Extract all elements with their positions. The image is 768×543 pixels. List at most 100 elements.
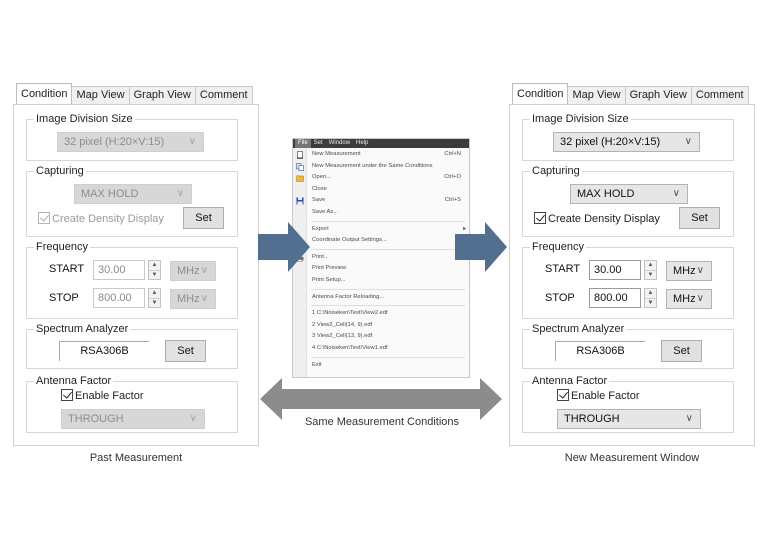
antenna-factor-title: Antenna Factor: [530, 374, 610, 388]
antenna-factor-group: Antenna Factor Enable Factor THROUGH ∨: [26, 374, 238, 433]
stop-unit-select[interactable]: MHz ∨: [666, 289, 712, 309]
save-disk-icon: [296, 197, 304, 205]
menu-item-close[interactable]: Close: [293, 184, 469, 196]
menu-file[interactable]: File: [295, 139, 311, 148]
spectrum-analyzer-title: Spectrum Analyzer: [530, 322, 627, 336]
create-density-checkbox[interactable]: Create Density Display: [534, 212, 660, 226]
same-conditions-label: Same Measurement Conditions: [304, 416, 460, 428]
spin-down-icon[interactable]: ▼: [645, 298, 656, 307]
menu-item-print-setup[interactable]: Print Setup...: [293, 275, 469, 287]
chevron-down-icon: ∨: [685, 413, 693, 424]
menu-set[interactable]: Set: [313, 140, 323, 146]
spin-down-icon[interactable]: ▼: [149, 298, 160, 307]
menu-item-new-measurement[interactable]: New Measurement Ctrl+N: [293, 149, 469, 161]
menu-item-open[interactable]: Open... Ctrl+O: [293, 172, 469, 184]
spin-down-icon[interactable]: ▼: [645, 270, 656, 279]
file-menu-window: File Set Window Help New Measurement Ctr…: [292, 138, 470, 378]
antenna-factor-select[interactable]: THROUGH ∨: [557, 409, 701, 429]
spin-up-icon[interactable]: ▲: [151, 290, 158, 296]
tab-graph-view[interactable]: Graph View: [624, 86, 692, 104]
antenna-factor-value: THROUGH: [564, 413, 620, 425]
menu-item-label: Save As...: [312, 208, 339, 215]
menu-item-label: Close: [312, 185, 327, 192]
arrow-right-icon: [258, 222, 310, 272]
tab-map-view[interactable]: Map View: [567, 86, 626, 104]
checkbox-checked-icon: [61, 389, 73, 401]
spin-down-icon[interactable]: ▼: [149, 270, 160, 279]
antenna-factor-group: Antenna Factor Enable Factor THROUGH ∨: [522, 374, 734, 433]
start-frequency-spinner[interactable]: ▲ ▼: [148, 260, 161, 280]
tab-graph-view[interactable]: Graph View: [128, 86, 196, 104]
menu-item-label: 1 C:\Noiseken\Test\View2.edf: [312, 310, 388, 317]
stop-unit-select[interactable]: MHz ∨: [170, 289, 216, 309]
image-division-select[interactable]: 32 pixel (H:20×V:15) ∨: [553, 132, 700, 152]
menu-window[interactable]: Window: [328, 140, 351, 146]
create-density-checkbox[interactable]: Create Density Display: [38, 212, 164, 226]
menu-icon-gutter: [293, 148, 307, 377]
menu-item-exit[interactable]: Exit: [293, 360, 469, 372]
menu-item-recent-1[interactable]: 1 C:\Noiseken\Test\View2.edf: [293, 308, 469, 320]
menu-item-save[interactable]: Save Ctrl+S: [293, 195, 469, 207]
enable-factor-label: Enable Factor: [571, 390, 640, 402]
tab-map-view[interactable]: Map View: [71, 86, 130, 104]
tab-condition[interactable]: Condition: [512, 83, 569, 104]
enable-factor-checkbox[interactable]: Enable Factor: [61, 389, 143, 403]
menu-item-export[interactable]: Export ▸: [293, 224, 469, 236]
menu-item-recent-3[interactable]: 3 View2_Cell(13, 9).edf: [293, 331, 469, 343]
menu-item-antenna-factor-reloading[interactable]: Antenna Factor Reloading...: [293, 292, 469, 304]
spectrum-set-button[interactable]: Set: [661, 340, 702, 362]
start-frequency-input[interactable]: 30.00: [589, 260, 641, 280]
new-measurement-panel: Condition Map View Graph View Comment Im…: [509, 83, 755, 446]
enable-factor-checkbox[interactable]: Enable Factor: [557, 389, 639, 403]
chevron-down-icon: ∨: [684, 136, 692, 147]
menu-item-print-preview[interactable]: Print Preview: [293, 263, 469, 275]
capturing-mode-select[interactable]: MAX HOLD ∨: [74, 184, 192, 204]
create-density-label: Create Density Display: [52, 213, 164, 225]
menu-item-recent-4[interactable]: 4 C:\Noiseken\Test\View1.edf: [293, 343, 469, 355]
frequency-title: Frequency: [530, 240, 586, 254]
stop-frequency-input[interactable]: 800.00: [589, 288, 641, 308]
start-unit-select[interactable]: MHz ∨: [666, 261, 712, 281]
menu-separator: [293, 355, 469, 360]
spin-up-icon[interactable]: ▲: [647, 262, 654, 268]
chevron-down-icon: ∨: [189, 413, 197, 424]
capturing-set-button[interactable]: Set: [679, 207, 720, 229]
stop-frequency-input[interactable]: 800.00: [93, 288, 145, 308]
start-unit-select[interactable]: MHz ∨: [170, 261, 216, 281]
tab-comment[interactable]: Comment: [690, 86, 749, 104]
start-frequency-spinner[interactable]: ▲ ▼: [644, 260, 657, 280]
spectrum-set-button[interactable]: Set: [165, 340, 206, 362]
menu-item-save-as[interactable]: Save As...: [293, 207, 469, 219]
stop-frequency-spinner[interactable]: ▲ ▼: [644, 288, 657, 308]
start-frequency-input[interactable]: 30.00: [93, 260, 145, 280]
menu-item-recent-2[interactable]: 2 View2_Cell(14, 9).edf: [293, 320, 469, 332]
menu-item-print[interactable]: Print...: [293, 252, 469, 264]
menu-item-coordinate-output[interactable]: Coordinate Output Settings...: [293, 235, 469, 247]
image-division-select[interactable]: 32 pixel (H:20×V:15) ∨: [57, 132, 204, 152]
double-arrow-icon: [260, 378, 502, 420]
capturing-mode-value: MAX HOLD: [577, 188, 635, 200]
chevron-down-icon: ∨: [696, 265, 704, 276]
antenna-factor-select[interactable]: THROUGH ∨: [61, 409, 205, 429]
antenna-factor-title: Antenna Factor: [34, 374, 114, 388]
tab-comment[interactable]: Comment: [194, 86, 253, 104]
file-menu-dropdown: New Measurement Ctrl+N New Measurement u…: [293, 149, 469, 371]
spectrum-analyzer-group: Spectrum Analyzer RSA306B Set: [522, 322, 734, 369]
menu-item-new-same-conditions[interactable]: New Measurement under the Same Condition…: [293, 161, 469, 173]
menu-help[interactable]: Help: [356, 140, 369, 146]
spin-up-icon[interactable]: ▲: [647, 290, 654, 296]
capturing-mode-select[interactable]: MAX HOLD ∨: [570, 184, 688, 204]
menu-item-label: 2 View2_Cell(14, 9).edf: [312, 321, 373, 328]
capturing-set-button[interactable]: Set: [183, 207, 224, 229]
start-label: START: [545, 263, 581, 275]
image-division-group: Image Division Size 32 pixel (H:20×V:15)…: [26, 112, 238, 161]
stop-frequency-spinner[interactable]: ▲ ▼: [148, 288, 161, 308]
start-unit-value: MHz: [673, 265, 696, 277]
spectrum-analyzer-device: RSA306B: [555, 341, 645, 361]
spin-up-icon[interactable]: ▲: [151, 262, 158, 268]
new-document-icon: [297, 151, 303, 159]
condition-tab-body: Image Division Size 32 pixel (H:20×V:15)…: [13, 104, 259, 446]
menu-item-label: Print Setup...: [312, 276, 346, 283]
tab-condition[interactable]: Condition: [16, 83, 73, 104]
menu-item-label: New Measurement: [312, 151, 361, 157]
